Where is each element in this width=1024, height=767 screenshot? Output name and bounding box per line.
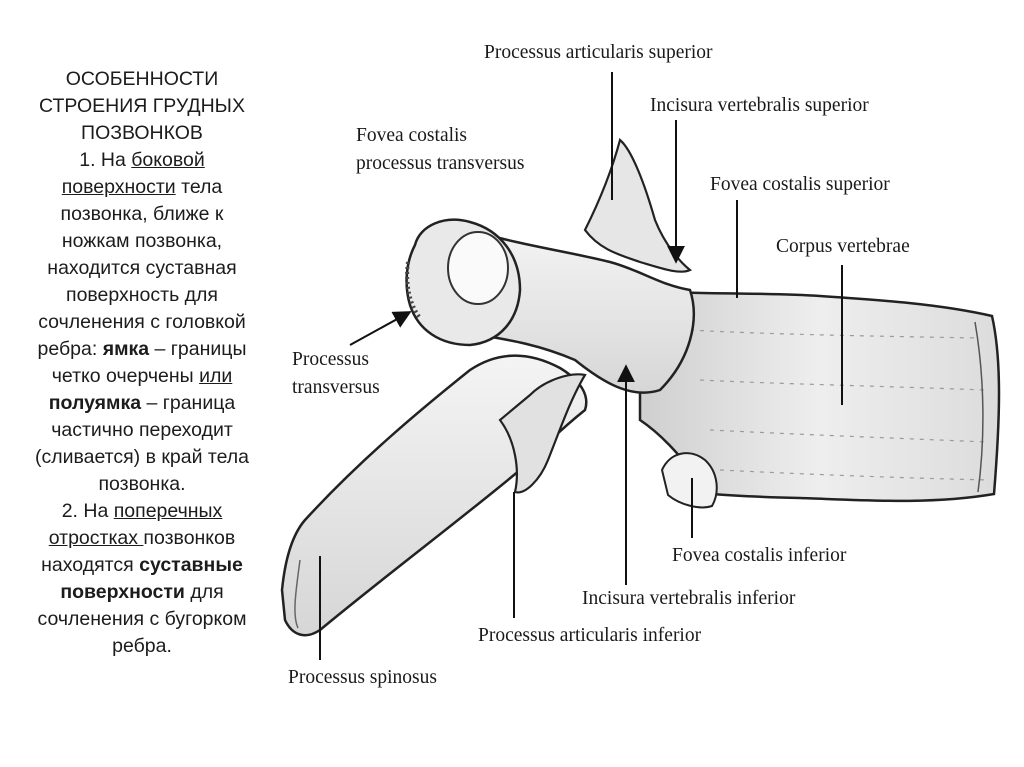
text-line: поверхности тела [61,176,223,198]
text-line: сочленения с головкой [38,311,246,333]
transverse-tubercle-texture [405,261,422,320]
text-line: 1. На боковой [79,149,205,171]
label-processus-articularis-inferior: Processus articularis inferior [478,625,702,646]
text-line: поверхность для [66,284,218,306]
label-incisura-vertebralis-superior: Incisura vertebralis superior [650,95,869,116]
label-incisura-vertebralis-inferior: Incisura vertebralis inferior [582,588,796,609]
text-line: позвонка, ближе к [60,203,224,225]
text-line: ребра. [112,635,172,657]
label-processus-transversus-2: transversus [292,377,380,398]
heading-line: ОСОБЕННОСТИ [65,68,219,90]
label-processus-transversus-1: Processus [292,349,369,370]
pointer-proc-tr [349,311,412,346]
label-fovea-costalis-transverse-1: Fovea costalis [356,125,467,146]
text-line: сочленения с бугорком [37,608,247,630]
text-line: поверхности для [60,581,224,603]
text-line: частично переходит [51,419,233,441]
spinous-process-tip [294,559,301,629]
vertebral-arch [468,228,695,394]
text-line: (сливается) в край тела [34,446,250,468]
text-line: позвонка. [98,473,186,495]
text-line: находятся суставные [41,554,243,576]
body-front-edge [974,321,984,493]
label-fovea-costalis-inferior: Fovea costalis inferior [672,545,847,566]
text-line: отростках позвонков [48,527,236,549]
text-line: полуямка – граница [48,392,236,414]
label-processus-articularis-superior: Processus articularis superior [484,42,713,63]
body-texture [689,329,991,481]
text-line: ножкам позвонка, [61,230,223,252]
text-line: четко очерчены или [51,365,233,387]
label-processus-spinosus: Processus spinosus [288,667,437,688]
label-fovea-costalis-superior: Fovea costalis superior [710,174,890,195]
costal-facet-transverse [447,231,509,305]
heading-line: СТРОЕНИЯ ГРУДНЫХ [39,95,245,117]
inferior-costal-facet [660,452,718,509]
superior-articular-process [583,138,693,273]
heading-line: ПОЗВОНКОВ [81,122,203,144]
label-corpus-vertebrae: Corpus vertebrae [776,236,910,257]
label-fovea-costalis-transverse-2: processus transversus [356,153,524,174]
text-line: ребра: ямка – границы [37,338,247,360]
text-line: находится суставная [47,257,237,279]
text-line: 2. На поперечных [61,500,223,522]
description-text: ОСОБЕННОСТИ СТРОЕНИЯ ГРУДНЫХ ПОЗВОНКОВ 1… [8,66,276,660]
inferior-articular-process [498,373,587,494]
